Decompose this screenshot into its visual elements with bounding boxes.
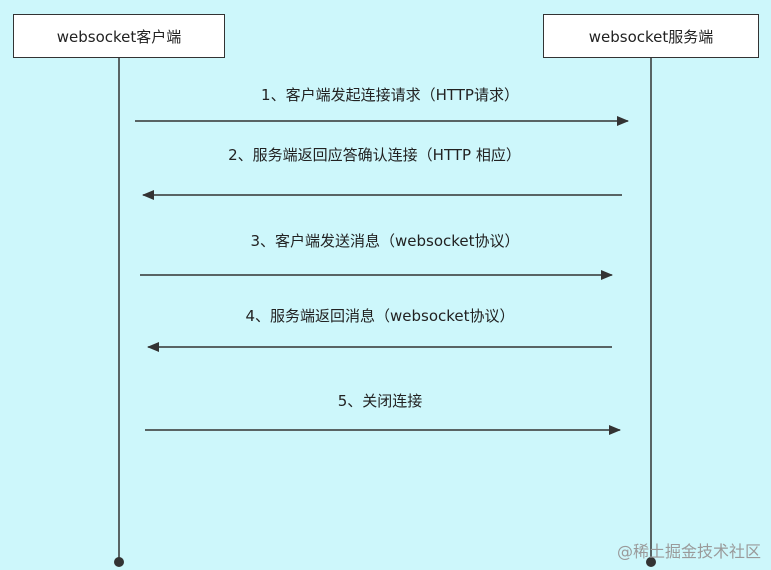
message-label-2: 2、服务端返回应答确认连接（HTTP 相应） xyxy=(228,146,521,164)
server-actor-box: websocket服务端 xyxy=(543,14,759,58)
message-label-4: 4、服务端返回消息（websocket协议） xyxy=(245,307,515,325)
message-label-5: 5、关闭连接 xyxy=(337,392,423,410)
server-lifeline-end xyxy=(646,557,656,567)
client-lifeline-end xyxy=(114,557,124,567)
server-actor-label: websocket服务端 xyxy=(588,27,714,46)
message-label-1: 1、客户端发起连接请求（HTTP请求） xyxy=(261,86,519,104)
client-actor-box: websocket客户端 xyxy=(13,14,225,58)
client-actor-label: websocket客户端 xyxy=(56,27,182,46)
message-label-3: 3、客户端发送消息（websocket协议） xyxy=(250,232,520,250)
watermark-text: @稀土掘金技术社区 xyxy=(616,542,761,561)
